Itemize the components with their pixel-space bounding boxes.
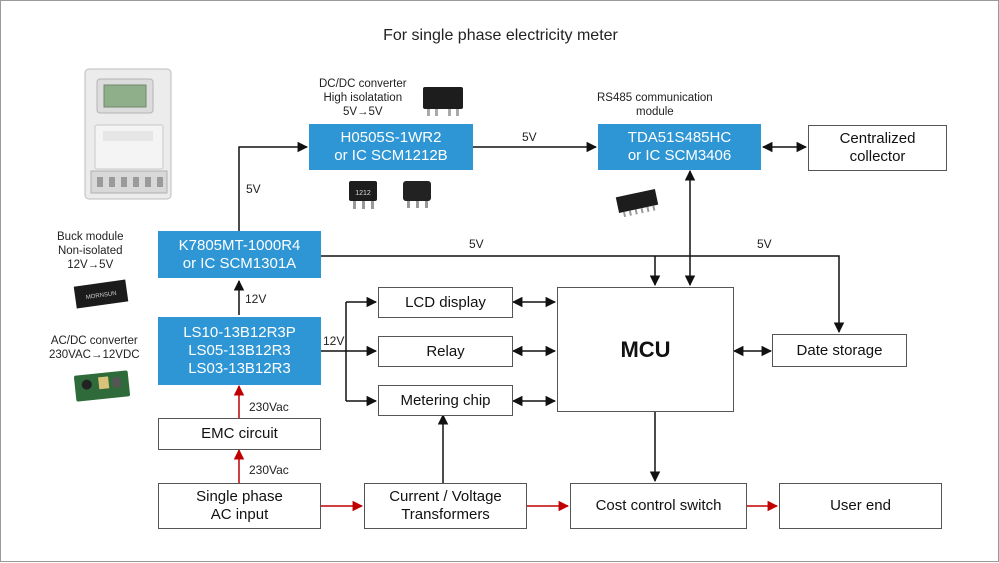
relay-box: Relay [378, 336, 513, 367]
mcu-box: MCU [557, 287, 734, 412]
dcdc-line-1: H0505S-1WR2 [340, 129, 442, 146]
transformers-line-1: Current / Voltage [389, 488, 502, 505]
rs485-note: RS485 communication module [597, 92, 713, 118]
centralized-collector-box: Centralized collector [808, 125, 947, 171]
chip-c-marking: MORNSUN [86, 291, 118, 301]
label-dcdc-rs485: 5V [522, 130, 537, 144]
buck-line-2: or IC SCM1301A [182, 254, 297, 272]
dcdc-converter-block: H0505S-1WR2 or IC SCM1212B [309, 124, 473, 170]
acdc-line-3: LS03-13B12R3 [188, 360, 291, 377]
acdc-module-icon [73, 370, 131, 402]
acdc-line-2: LS05-13B12R3 [188, 342, 291, 359]
label-buck-right: 5V [469, 237, 484, 251]
wire-buck-5v-bus [321, 255, 845, 334]
chip-icon-a: 1212 [349, 181, 377, 209]
rs485-line-1: TDA51S485HC [627, 129, 732, 146]
label-acdc-up: 12V [245, 292, 267, 306]
buck-line-1: K7805MT-1000R4 [178, 236, 301, 254]
label-storage-feed: 5V [757, 237, 772, 251]
dcdc-line-2: or IC SCM1212B [334, 147, 448, 164]
user-end-box: User end [779, 483, 942, 529]
metering-chip-box: Metering chip [378, 385, 513, 416]
buck-module-icon: MORNSUN [73, 279, 129, 309]
ac-input-box: Single phase AC input [158, 483, 321, 529]
rs485-chip-icon [615, 189, 659, 217]
buck-note: Buck module Non-isolated 12V→5V [57, 231, 124, 271]
acdc-converter-block: LS10-13B12R3P LS05-13B12R3 LS03-13B12R3 [158, 317, 321, 385]
diagram-title: For single phase electricity meter [383, 27, 618, 44]
dcdc-note: DC/DC converter High isolatation 5V→5V [319, 78, 407, 118]
chip-icon-b [403, 181, 431, 208]
wire-12v-bus [321, 302, 347, 401]
ac-input-line-2: AC input [210, 506, 269, 523]
acdc-note: AC/DC converter 230VAC→12VDC [49, 335, 140, 361]
wire-buck-to-dcdc [238, 141, 309, 231]
collector-line-1: Centralized [839, 130, 916, 147]
label-acdc-right: 12V [323, 334, 345, 348]
emc-circuit-box: EMC circuit [158, 418, 321, 450]
acdc-line-1: LS10-13B12R3P [183, 324, 296, 341]
cost-control-switch-box: Cost control switch [570, 483, 747, 529]
chip-a-marking: 1212 [355, 190, 371, 197]
transformers-box: Current / Voltage Transformers [364, 483, 527, 529]
ac-input-line-1: Single phase [196, 488, 283, 505]
dcdc-module-icon [423, 87, 463, 116]
transformers-line-2: Transformers [401, 506, 490, 523]
label-input-up: 230Vac [249, 463, 289, 477]
electricity-meter-icon [84, 68, 172, 200]
date-storage-box: Date storage [772, 334, 907, 367]
label-emc-up: 230Vac [249, 400, 289, 414]
lcd-display-box: LCD display [378, 287, 513, 318]
rs485-module-block: TDA51S485HC or IC SCM3406 [598, 124, 761, 170]
buck-module-block: K7805MT-1000R4 or IC SCM1301A [158, 231, 321, 278]
label-buck-up: 5V [246, 182, 261, 196]
rs485-line-2: or IC SCM3406 [627, 147, 732, 164]
collector-line-2: collector [849, 148, 906, 165]
